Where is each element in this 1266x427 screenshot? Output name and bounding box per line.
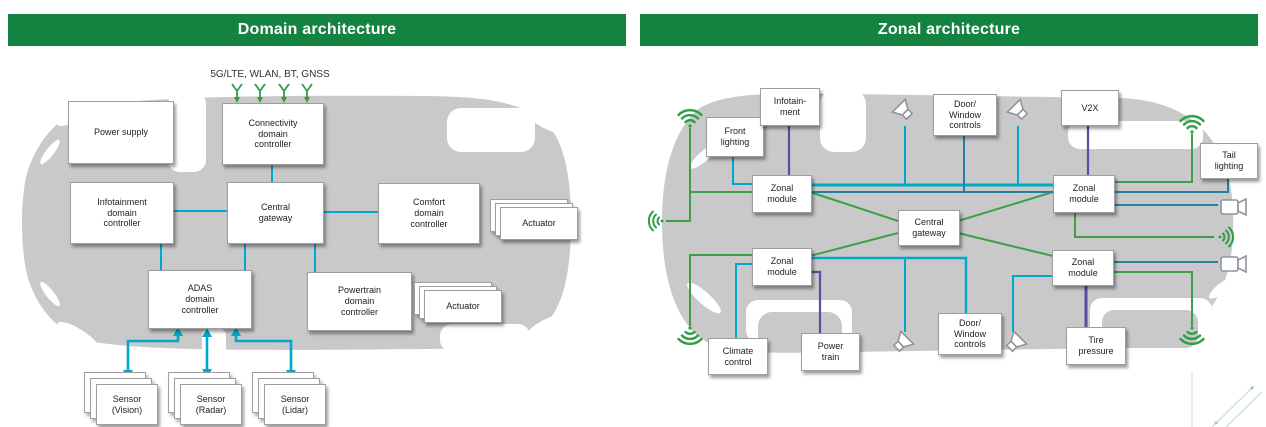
node-climate-control: Climate control xyxy=(708,338,768,375)
node-central-gateway: Central gateway xyxy=(227,182,324,244)
node-sensor-vision: Sensor (Vision) xyxy=(96,384,158,425)
node-powertrain-domain-controller: Powertrain domain controller xyxy=(307,272,412,331)
sound-wave-icon xyxy=(1218,226,1235,248)
node-connectivity-domain-controller: Connectivity domain controller xyxy=(222,103,324,165)
node-sensor-lidar: Sensor (Lidar) xyxy=(264,384,326,425)
node-zonal-module-top-left: Zonal module xyxy=(752,175,812,213)
node-door-window-controls-top: Door/ Window controls xyxy=(933,94,997,136)
node-infotainment-zonal: Infotain- ment xyxy=(760,88,820,126)
node-zonal-module-bottom-left: Zonal module xyxy=(752,248,812,286)
antenna-icon xyxy=(278,83,290,98)
domain-connection-lines xyxy=(126,163,378,371)
node-infotainment-domain-controller: Infotainment domain controller xyxy=(70,182,174,244)
node-power-supply: Power supply xyxy=(68,101,174,164)
node-zonal-module-bottom-right: Zonal module xyxy=(1052,250,1114,286)
node-central-gateway-zonal: Central gateway xyxy=(898,210,960,246)
node-door-window-controls-bottom: Door/ Window controls xyxy=(938,313,1002,355)
camera-icon xyxy=(1220,197,1247,217)
corner-decoration xyxy=(1191,372,1263,427)
speaker-icon xyxy=(890,97,914,121)
wifi-icon xyxy=(677,326,703,346)
node-adas-domain-controller: ADAS domain controller xyxy=(148,270,252,329)
zonal-lines-purple xyxy=(787,124,1090,333)
wifi-icon xyxy=(1179,326,1205,346)
node-comfort-domain-controller: Comfort domain controller xyxy=(378,183,480,244)
node-zonal-module-top-right: Zonal module xyxy=(1053,175,1115,213)
camera-icon xyxy=(1220,254,1247,274)
speaker-icon xyxy=(1005,97,1029,121)
node-actuator-bottom: Actuator xyxy=(424,290,502,323)
speaker-icon xyxy=(1005,329,1029,353)
zonal-lines-teal xyxy=(732,126,1053,338)
wifi-icon xyxy=(677,108,703,128)
speaker-icon xyxy=(892,329,916,353)
node-front-lighting: Front lighting xyxy=(706,117,764,157)
node-sensor-radar: Sensor (Radar) xyxy=(180,384,242,425)
node-tail-lighting: Tail lighting xyxy=(1200,143,1258,179)
connectivity-annotation: 5G/LTE, WLAN, BT, GNSS xyxy=(210,69,330,80)
node-v2x: V2X xyxy=(1061,90,1119,126)
node-actuator-top: Actuator xyxy=(500,207,578,240)
sound-wave-icon xyxy=(647,210,664,232)
zonal-lines-green xyxy=(666,128,1214,326)
domain-architecture-header: Domain architecture xyxy=(8,14,626,46)
wifi-icon xyxy=(1179,114,1205,134)
antenna-icon xyxy=(254,83,266,98)
zonal-architecture-header: Zonal architecture xyxy=(640,14,1258,46)
antenna-icon xyxy=(231,83,243,98)
node-tire-pressure: Tire pressure xyxy=(1066,327,1126,365)
antenna-icons xyxy=(231,83,313,103)
antenna-icon xyxy=(301,83,313,98)
zonal-lines-petrol xyxy=(810,134,1229,263)
node-power-train: Power train xyxy=(801,333,860,371)
